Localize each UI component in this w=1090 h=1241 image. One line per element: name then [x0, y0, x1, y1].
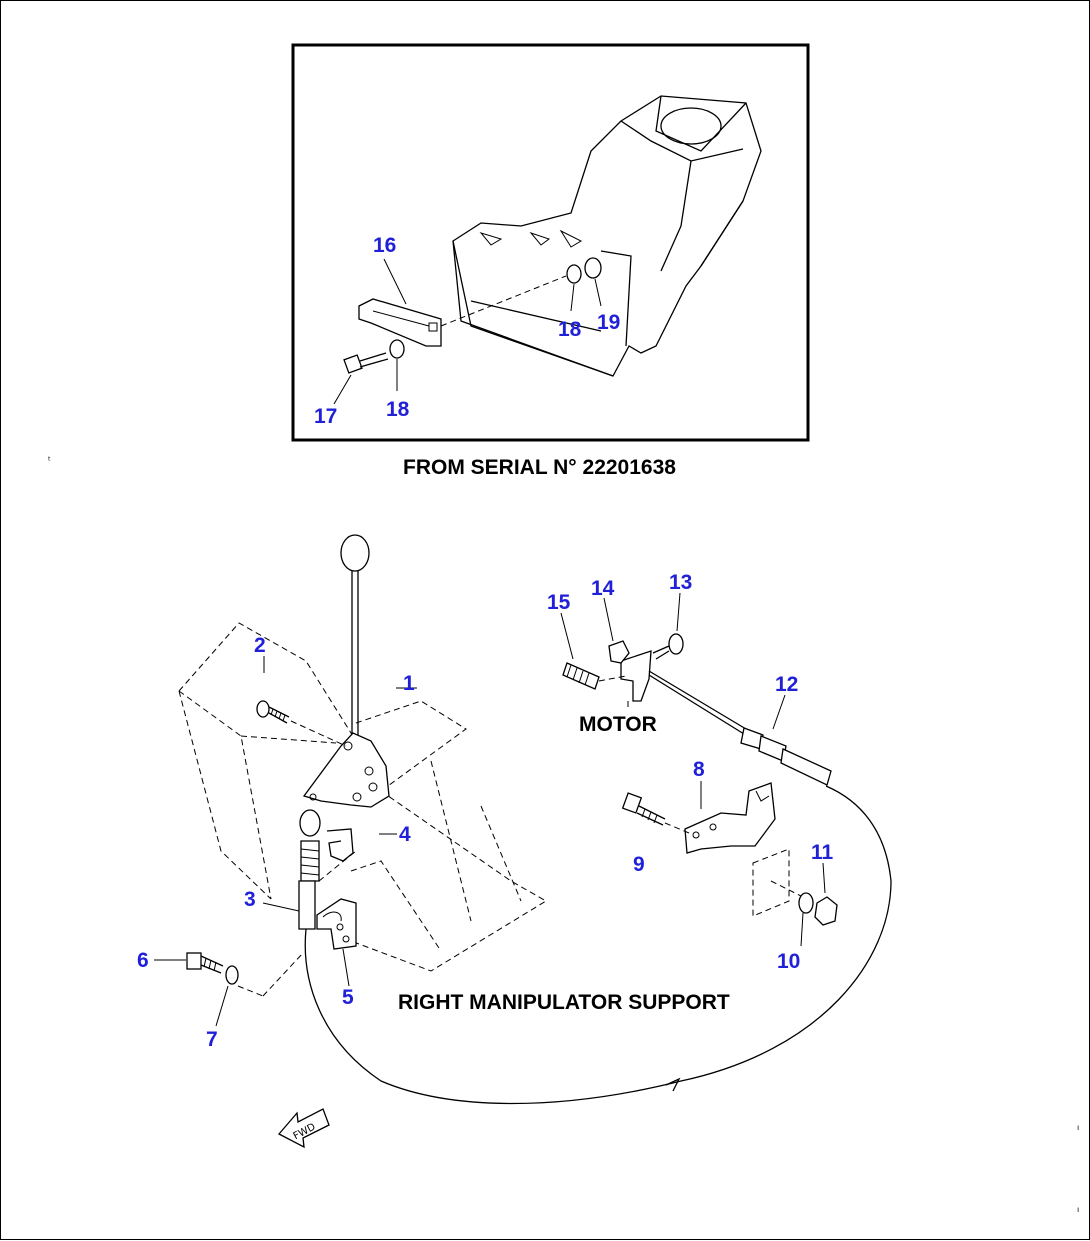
- callout-1: 1: [403, 672, 415, 695]
- console-housing: [452, 95, 762, 377]
- part-17-bolt: [343, 352, 389, 374]
- callout-19: 19: [597, 311, 620, 334]
- callout-6: 6: [137, 949, 149, 972]
- margin-mark-1: ı: [1077, 1123, 1079, 1132]
- callout-4: 4: [399, 823, 411, 846]
- part-12-cable-end: [740, 727, 832, 786]
- part-6-bolt: [186, 952, 224, 974]
- leader-14: [603, 597, 614, 642]
- margin-mark-2: ı: [1077, 1205, 1079, 1214]
- callout-8: 8: [693, 758, 705, 781]
- part-5-bracket: [316, 898, 357, 950]
- inset-caption: FROM SERIAL N° 22201638: [403, 456, 676, 479]
- mounting-plate: [752, 848, 790, 917]
- part-10-washer: [798, 892, 814, 914]
- callout-16: 16: [373, 234, 396, 257]
- leader-18-upper: [570, 283, 575, 312]
- fastener-axis: [237, 985, 264, 997]
- control-cable: [304, 785, 892, 1105]
- part-4-clip: [326, 828, 354, 862]
- inset-detail: 16 17 18 18 19: [291, 43, 810, 442]
- callout-13: 13: [669, 571, 692, 594]
- callout-5: 5: [342, 986, 354, 1009]
- cable-core-2: [648, 674, 745, 735]
- cable-break-mark: [665, 1077, 681, 1092]
- callout-11: 11: [811, 841, 834, 864]
- manipulator-support-frame: [178, 622, 547, 972]
- part-15-spring: [562, 662, 627, 690]
- leader-13: [676, 592, 681, 632]
- leader-3: [262, 902, 300, 912]
- part-1-control-lever: [302, 534, 390, 808]
- callout-17: 17: [314, 405, 337, 428]
- part-3-rod-end: [298, 809, 357, 930]
- nut-axis: [770, 880, 804, 898]
- part-7-washer: [225, 965, 239, 985]
- callout-2: 2: [254, 634, 266, 657]
- callout-14: 14: [591, 577, 615, 600]
- stray-mark: ᵗ: [48, 456, 51, 467]
- part-18-washer-lower: [389, 339, 405, 359]
- part-13-pin: [652, 633, 684, 660]
- cable-core: [648, 670, 747, 730]
- part-2-bolt: [256, 700, 347, 747]
- callout-18-upper: 18: [558, 318, 582, 341]
- inset-frame: [291, 43, 810, 442]
- callout-12: 12: [775, 673, 798, 696]
- leader-7: [215, 985, 229, 1027]
- part-18-washer-upper: [566, 264, 582, 284]
- callout-9: 9: [633, 853, 645, 876]
- motor-linkage: [620, 650, 652, 711]
- leader-10: [800, 912, 804, 947]
- callout-7: 7: [206, 1028, 218, 1051]
- leader-15: [560, 612, 574, 660]
- motor-caption: MOTOR: [579, 713, 657, 736]
- callout-3: 3: [244, 888, 256, 911]
- part-16-bracket: [358, 275, 567, 347]
- part-14-clip: [608, 640, 630, 664]
- callout-18-lower: 18: [386, 398, 410, 421]
- leader-5: [342, 948, 350, 987]
- leader-19: [594, 278, 602, 307]
- leader-16: [383, 258, 407, 305]
- part-19-nut: [584, 257, 602, 279]
- callout-15: 15: [547, 591, 571, 614]
- forward-arrow-icon: FWD: [277, 1108, 330, 1149]
- fastener-axis-2: [262, 952, 304, 997]
- part-8-bracket: [684, 782, 776, 854]
- callout-10: 10: [777, 950, 800, 973]
- leader-12: [772, 694, 786, 730]
- leader-17: [333, 374, 352, 405]
- part-9-bolt: [621, 792, 690, 834]
- part-11-nut: [814, 896, 838, 926]
- support-caption: RIGHT MANIPULATOR SUPPORT: [398, 991, 730, 1014]
- leader-11: [822, 862, 826, 894]
